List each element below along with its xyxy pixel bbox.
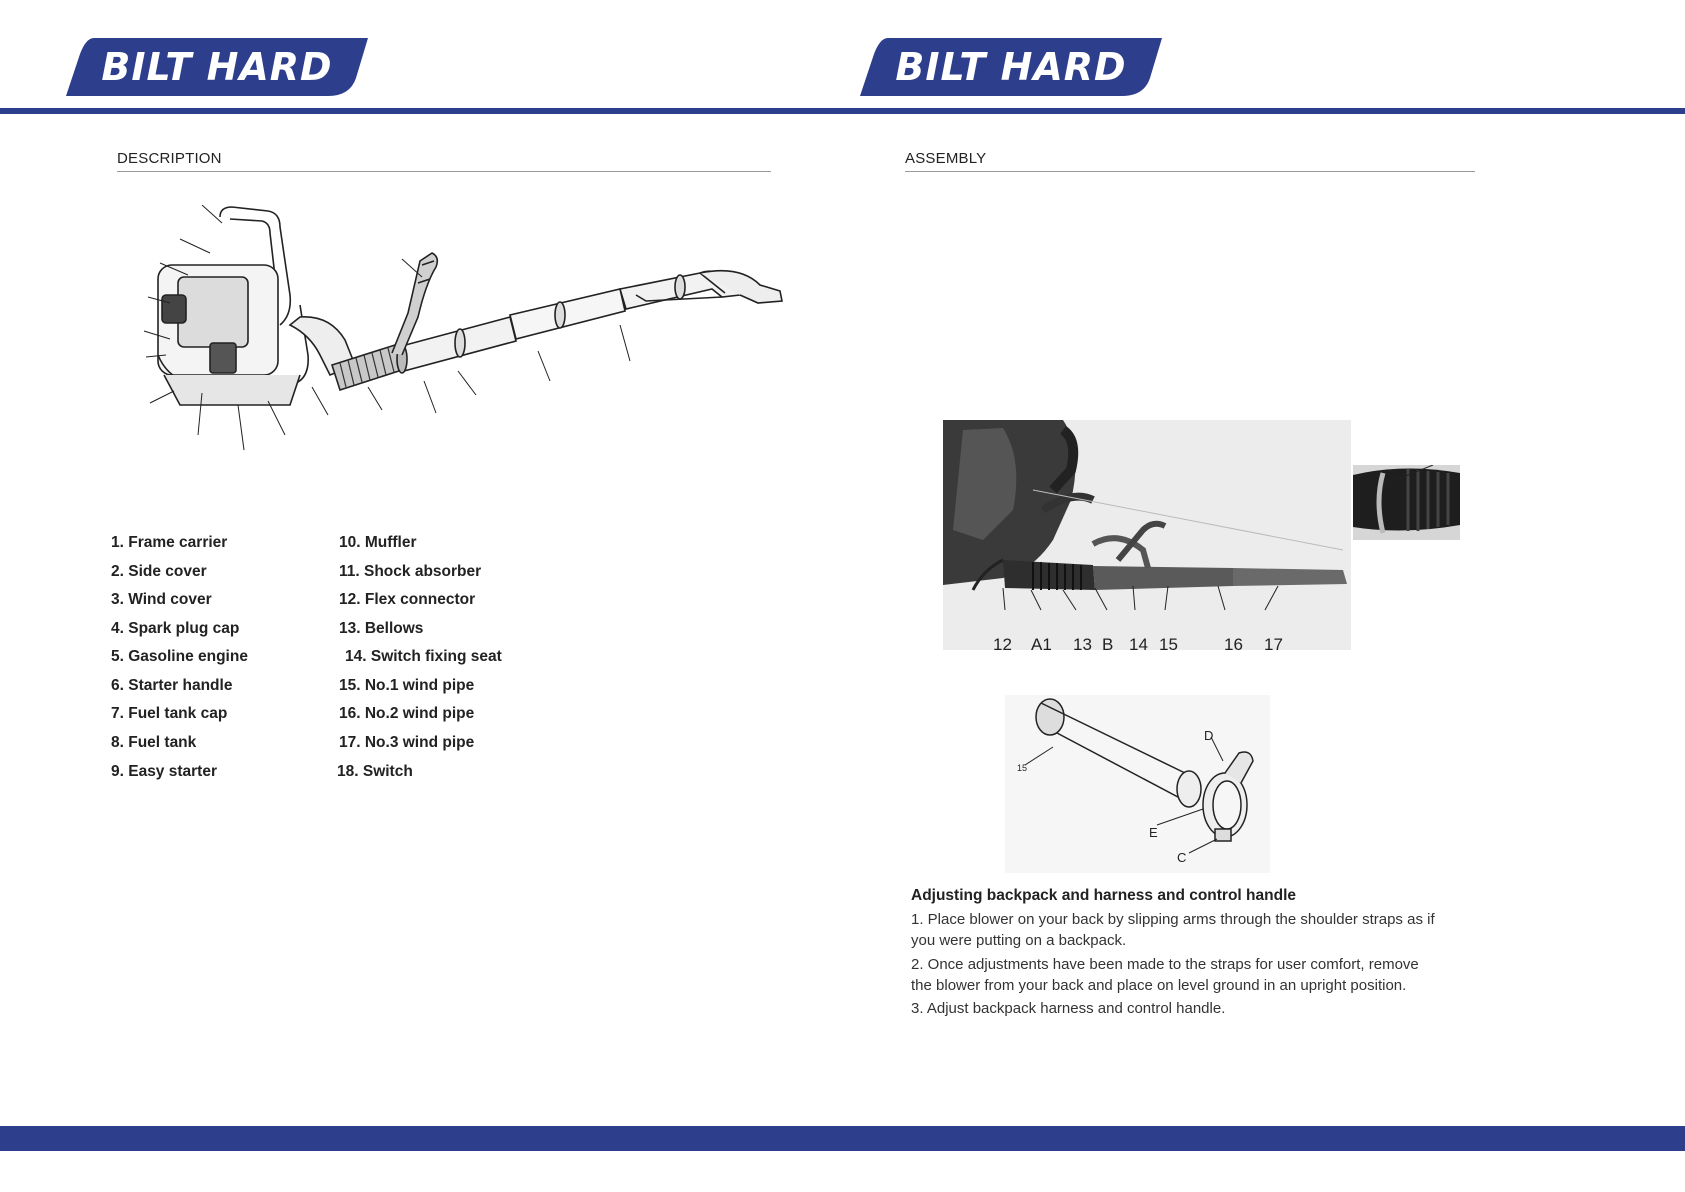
pipe-handle-diagram xyxy=(1005,695,1270,873)
section-title-description: DESCRIPTION xyxy=(117,150,222,167)
photo-callout: 15 xyxy=(1159,635,1178,654)
instruction-line: 2. Once adjustments have been made to th… xyxy=(911,956,1419,973)
assembly-photo-art xyxy=(943,420,1351,650)
parts-list-item: 10. Muffler xyxy=(339,534,417,551)
diagram-label-c: C xyxy=(1177,850,1187,865)
section-title-assembly: ASSEMBLY xyxy=(905,150,987,167)
instruction-step-3: 3. Adjust backpack harness and control h… xyxy=(911,1000,1226,1017)
blower-illustration xyxy=(143,205,783,451)
parts-list-item: 5. Gasoline engine xyxy=(111,648,248,665)
logo-badge-shape xyxy=(66,38,368,96)
instructions-title: Adjusting backpack and harness and contr… xyxy=(911,887,1296,904)
instruction-step-2: 2. Once adjustments have been made to th… xyxy=(911,954,1491,996)
diagram-label-d: D xyxy=(1204,728,1214,743)
parts-list-item: 3. Wind cover xyxy=(111,591,212,608)
parts-list-item: 9. Easy starter xyxy=(111,763,217,780)
clamp-inset-photo xyxy=(1353,465,1460,540)
photo-callout: 14 xyxy=(1129,635,1148,654)
parts-list-item: 17. No.3 wind pipe xyxy=(339,734,475,751)
parts-list-item: 12. Flex connector xyxy=(339,591,476,608)
diagram-label-e: E xyxy=(1149,825,1158,840)
parts-list-item: 7. Fuel tank cap xyxy=(111,705,228,722)
section-underline xyxy=(117,171,771,172)
clamp-inset-art xyxy=(1353,465,1460,540)
parts-list-item: 11. Shock absorber xyxy=(339,563,482,580)
parts-list-item: 2. Side cover xyxy=(111,563,207,580)
parts-list-item: 6. Starter handle xyxy=(111,677,233,694)
brand-name: BILT HARD xyxy=(101,45,333,89)
parts-list-item: 1. Frame carrier xyxy=(111,534,228,551)
parts-list-item: 13. Bellows xyxy=(339,620,424,637)
parts-list-item: 16. No.2 wind pipe xyxy=(339,705,475,722)
photo-callout: B xyxy=(1102,635,1114,654)
photo-callout: 13 xyxy=(1073,635,1092,654)
diagram-label-pipe: 15 xyxy=(1017,763,1028,773)
photo-callout: 16 xyxy=(1224,635,1243,654)
parts-list-item: 15. No.1 wind pipe xyxy=(339,677,475,694)
logo-badge-shape xyxy=(860,38,1162,96)
parts-list-item: 14. Switch fixing seat xyxy=(345,648,502,665)
assembly-photo xyxy=(943,420,1351,650)
section-underline xyxy=(905,171,1475,172)
brand-logo-right: BILT HARD xyxy=(860,38,1162,96)
parts-list-item: 4. Spark plug cap xyxy=(111,620,240,637)
photo-callout: A1 xyxy=(1031,635,1052,654)
instruction-line: 1. Place blower on your back by slipping… xyxy=(911,911,1435,928)
header-rule xyxy=(0,108,1685,114)
instruction-line: you were putting on a backpack. xyxy=(911,932,1127,949)
footer-band xyxy=(0,1126,1685,1151)
photo-callout: 12 xyxy=(993,635,1012,654)
parts-list-item: 18. Switch xyxy=(337,763,413,780)
brand-name: BILT HARD xyxy=(895,45,1127,89)
brand-logo-left: BILT HARD xyxy=(66,38,368,96)
instruction-line: the blower from your back and place on l… xyxy=(911,977,1407,994)
parts-list-item: 8. Fuel tank xyxy=(111,734,197,751)
photo-callout: 17 xyxy=(1264,635,1283,654)
instruction-step-1: 1. Place blower on your back by slipping… xyxy=(911,909,1491,951)
